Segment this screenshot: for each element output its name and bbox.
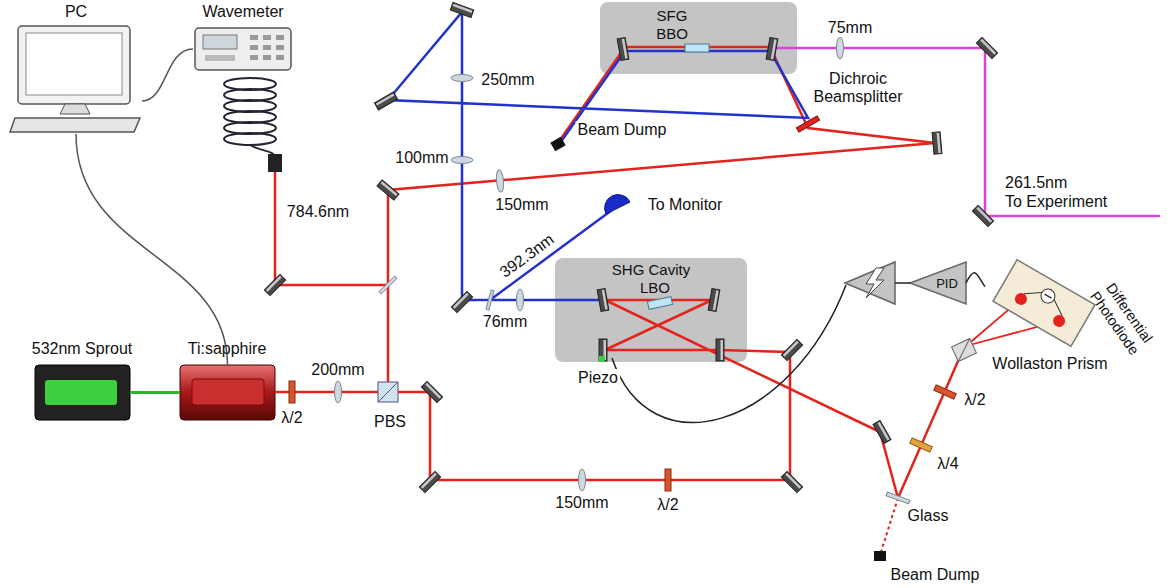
component-label: PBS [372, 413, 408, 431]
blue-beams [388, 12, 808, 300]
sfg-cavity: SFGBBO [600, 2, 797, 74]
component-label: Wollaston Prism [990, 355, 1109, 373]
beam-dumps [550, 137, 886, 561]
node-text: Ti:sapphire [188, 340, 267, 358]
computer-icon [10, 26, 140, 132]
component-label: Piezo [576, 369, 620, 387]
component-label: 150mm [553, 494, 610, 512]
component-label: λ/4 [935, 455, 960, 473]
connector [76, 134, 228, 365]
node-text: PID [936, 275, 958, 293]
component-label: 392.3nm [495, 229, 559, 283]
connector [966, 273, 985, 287]
servo-electronics [612, 262, 966, 422]
component-label: λ/2 [962, 391, 987, 409]
shg-cavity: SHG CavityLBO [555, 258, 747, 362]
component-label: 784.6nm [285, 203, 351, 221]
component-label: To Monitor [646, 196, 725, 214]
optics [289, 37, 976, 504]
component-label: λ/2 [279, 409, 304, 427]
lasers [35, 365, 275, 420]
node-text: LBO [640, 279, 670, 297]
node-text: BBO [656, 25, 688, 43]
component-label: Beam Dump [576, 121, 669, 139]
differential-photodiode: Differential Photodiode [985, 262, 1103, 344]
component-label: 150mm [493, 196, 550, 214]
component-label: Glass [906, 507, 951, 525]
computer: PC [10, 24, 142, 134]
wavemeter-icon [195, 28, 291, 70]
pump-laser: 532nm Sprout [35, 365, 130, 420]
connector [130, 391, 180, 394]
dump-beam [881, 498, 898, 552]
component-label: 250mm [479, 71, 536, 89]
ti-sapphire-laser: Ti:sapphire [180, 365, 275, 420]
red-beams [275, 47, 1059, 498]
node-text: 532nm Sprout [32, 340, 133, 358]
node-text: PC [65, 3, 87, 21]
pid-controller: PID [910, 262, 966, 304]
photodiode-box [993, 260, 1095, 347]
component-label: 200mm [309, 361, 366, 379]
mirrors [264, 2, 997, 492]
connector [142, 49, 193, 101]
component-label: 75mm [826, 19, 874, 37]
component-label: 261.5nm [1003, 174, 1069, 192]
node-text: Wavemeter [202, 3, 283, 21]
wavemeter: Wavemeter [193, 26, 293, 72]
piezo [599, 356, 605, 362]
component-label: 100mm [393, 149, 450, 167]
component-label: λ/2 [655, 496, 680, 514]
cavity-housings [555, 2, 797, 362]
component-label: Dichroic Beamsplitter [806, 70, 910, 106]
node-text: Differential Photodiode [1083, 273, 1161, 362]
component-label: Beam Dump [889, 566, 982, 584]
fiber-coil [224, 78, 276, 156]
component-label: To Experiment [1003, 193, 1109, 211]
fiber-connector [268, 154, 282, 172]
uv-beam [770, 48, 1160, 216]
node-text: SFG [657, 7, 688, 25]
component-label: 76mm [481, 313, 529, 331]
node-text: SHG Cavity [612, 261, 690, 279]
